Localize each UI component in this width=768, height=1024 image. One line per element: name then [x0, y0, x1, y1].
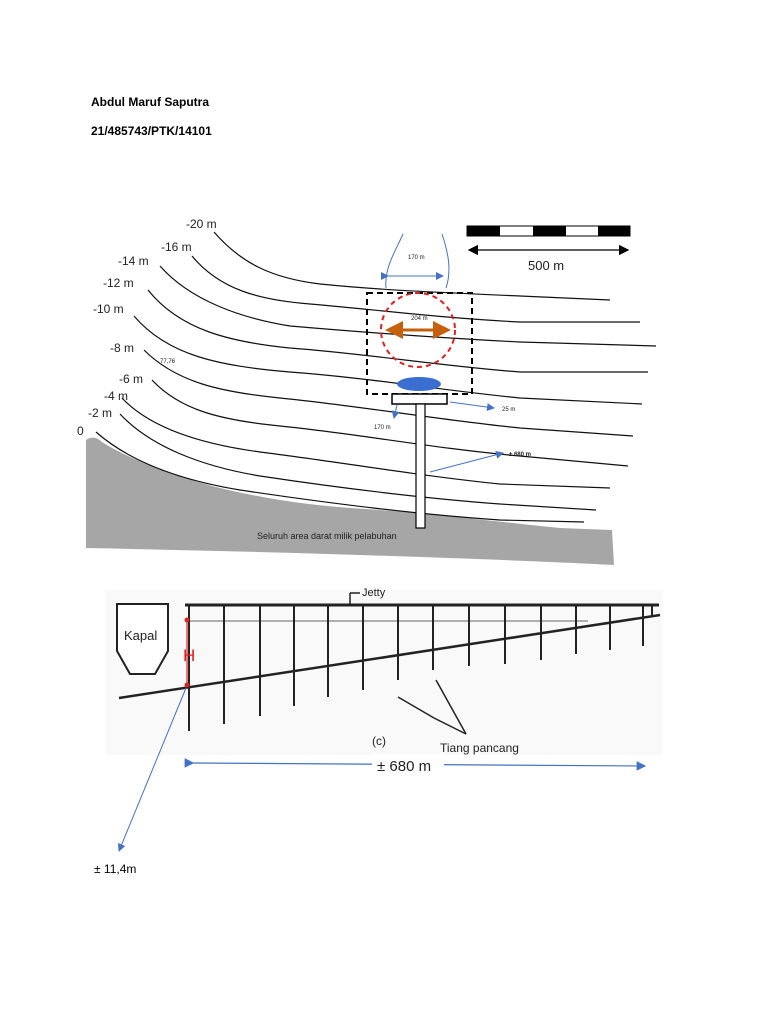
- contour-line-0: [95, 431, 585, 523]
- depth-label-16: -16 m: [161, 240, 192, 254]
- jetty-head: [391, 393, 448, 405]
- width-top-label: 170 m: [408, 255, 425, 261]
- contour-line-2: [119, 413, 597, 511]
- contour-lines: [95, 231, 657, 523]
- length-label: ± 680 m: [377, 758, 431, 775]
- turning-circle-label: 204 m: [411, 316, 428, 322]
- small-value-label: 77,76: [160, 359, 176, 365]
- vessel-shape: [397, 377, 441, 391]
- contour-line-4: [121, 397, 611, 489]
- ship-shape: [116, 603, 169, 675]
- trestle-length-label: ± 680 m: [509, 452, 531, 458]
- depth-label-8: -8 m: [110, 341, 134, 355]
- depth-label-12: -12 m: [103, 276, 134, 290]
- student-id: 21/485743/PTK/14101: [91, 124, 212, 138]
- height-label: H: [183, 646, 195, 665]
- trestle-length-arrow: [429, 450, 504, 473]
- contour-line-16: [191, 255, 640, 323]
- contour-line-6: [151, 379, 629, 467]
- contour-line-12: [147, 289, 648, 373]
- depth-label-14: -14 m: [118, 254, 149, 268]
- figure-label: (c): [372, 734, 386, 748]
- width-dimension-top: [381, 233, 450, 289]
- depth-label-20: -20 m: [186, 217, 217, 231]
- width-bottom-arrow: [391, 404, 400, 419]
- depth-label-0: 0: [77, 424, 84, 438]
- width-bottom-label: 170 m: [374, 425, 391, 431]
- contour-line-10: [133, 315, 643, 405]
- depth-label-4: -4 m: [104, 389, 128, 403]
- scale-label: 500 m: [528, 258, 564, 273]
- land-label: Seluruh area darat milik pelabuhan: [257, 531, 397, 541]
- height-value-note: ± 11,4m: [94, 862, 137, 876]
- ship-label: Kapal: [124, 628, 157, 643]
- offset-label: 25 m: [502, 407, 515, 413]
- jetty-label: Jetty: [362, 587, 386, 599]
- depth-label-2: -2 m: [88, 406, 112, 420]
- section-view: Jetty Kapal H (: [106, 587, 662, 755]
- height-pointer-arrow: [117, 687, 187, 852]
- land-area: [86, 437, 614, 565]
- trestle: [415, 403, 426, 529]
- offset-arrow: [449, 401, 495, 412]
- contour-line-8: [143, 349, 634, 437]
- pile-label: Tiang pancang: [440, 741, 519, 755]
- contour-line-20: [213, 231, 611, 301]
- author-name: Abdul Maruf Saputra: [91, 95, 210, 109]
- depth-label-6: -6 m: [119, 372, 143, 386]
- scale-bar: [466, 225, 631, 256]
- contour-line-14: [159, 265, 657, 347]
- turning-circle: [380, 292, 456, 368]
- depth-label-10: -10 m: [93, 302, 124, 316]
